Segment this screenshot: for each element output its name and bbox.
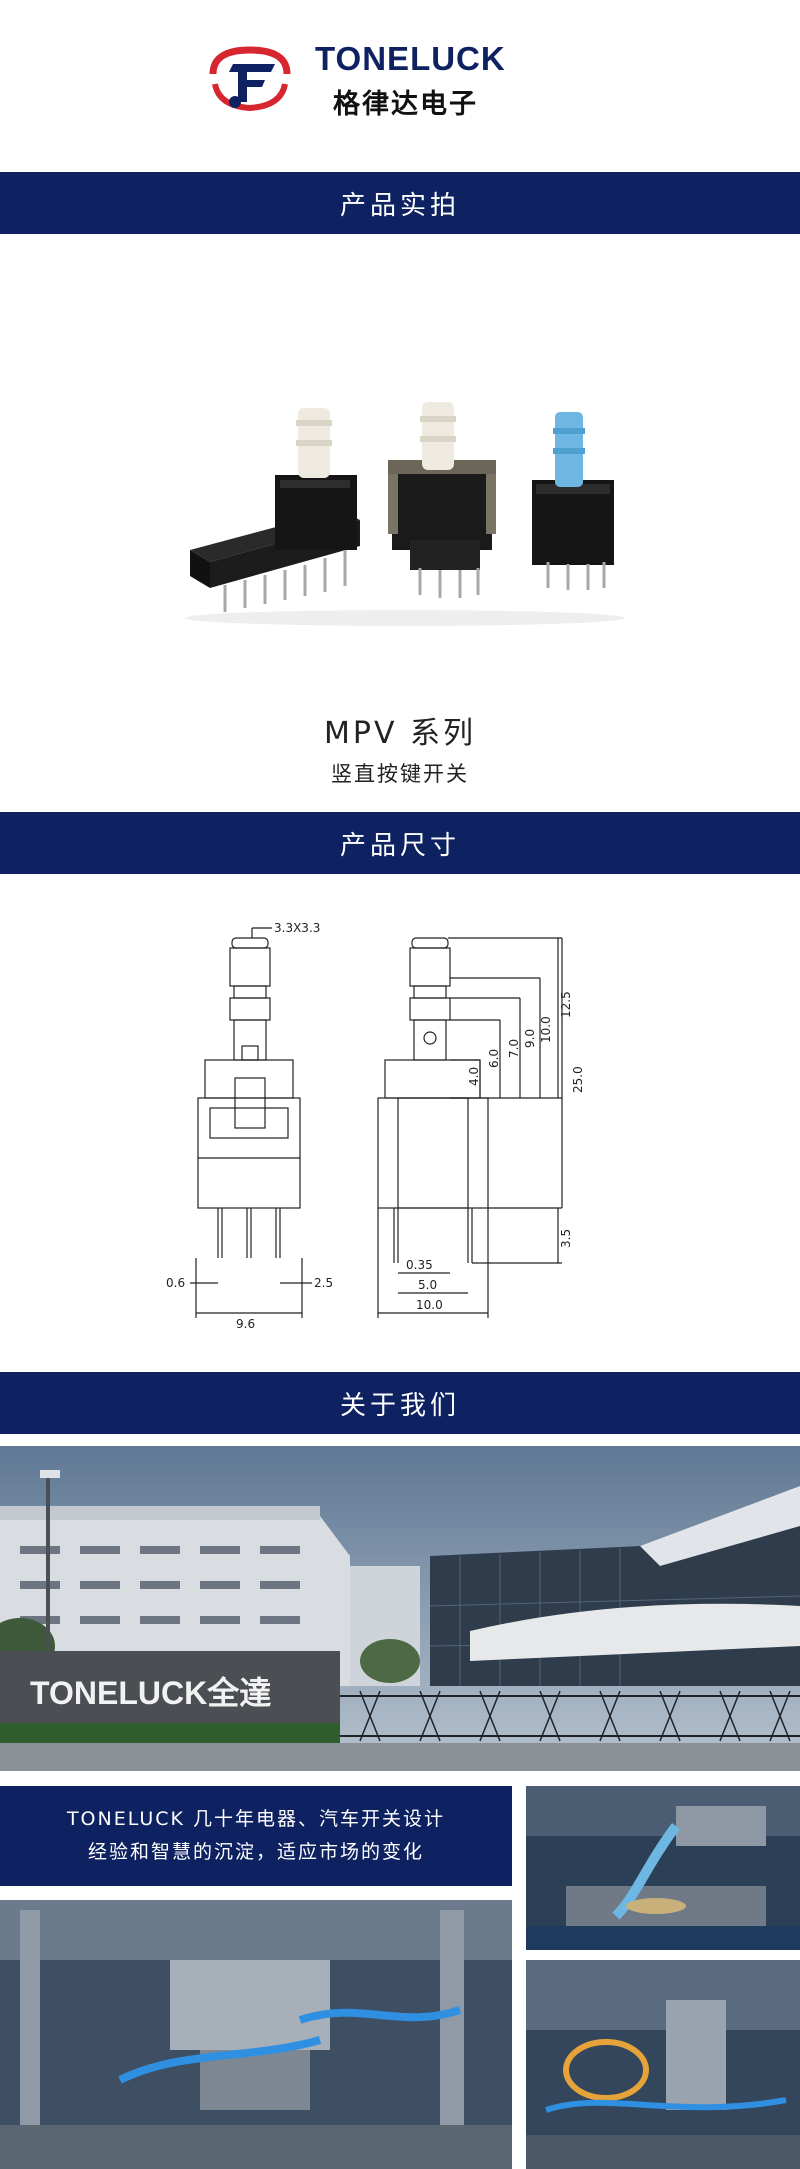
- about-line-2: 经验和智慧的沉淀，适应市场的变化: [87, 1841, 424, 1863]
- front-view: [190, 927, 312, 1318]
- product-series-subtitle: 竖直按键开关: [331, 762, 469, 786]
- workshop-photo-2: [0, 1900, 512, 2169]
- dim-right-9: 5.0: [418, 1278, 437, 1292]
- about-line-1: TONELUCK 几十年电器、汽车开关设计: [66, 1808, 446, 1830]
- product-photo: [170, 390, 640, 630]
- factory-photo: TONELUCK全達: [0, 1446, 800, 1771]
- dim-right-0: 4.0: [467, 1067, 481, 1086]
- toneluck-logo-icon: [205, 44, 295, 114]
- workshop-photo-3: [526, 1960, 800, 2169]
- dim-left-1: 2.5: [314, 1276, 333, 1290]
- section-title-size: 产品尺寸: [0, 812, 800, 874]
- section-title-photos: 产品实拍: [0, 172, 800, 234]
- brand-name-en: TONELUCK: [315, 40, 506, 77]
- dim-right-3: 9.0: [523, 1029, 537, 1048]
- dim-right-7: 3.5: [559, 1229, 573, 1248]
- product-series-title: MPV 系列: [323, 716, 477, 751]
- dim-right-1: 6.0: [487, 1049, 501, 1068]
- dim-right-8: 0.35: [406, 1258, 433, 1272]
- dim-right-6: 25.0: [571, 1066, 585, 1093]
- dim-right-4: 10.0: [539, 1016, 553, 1043]
- side-view: [377, 937, 563, 1318]
- dim-right-10: 10.0: [416, 1298, 443, 1312]
- dim-left-2: 9.6: [236, 1317, 255, 1328]
- brand-name-cn: 格律达电子: [333, 89, 478, 120]
- dimension-drawing: 3.3X3.3 0.6 2.5 9.6: [150, 918, 600, 1331]
- factory-sign: TONELUCK全達: [30, 1675, 271, 1711]
- dim-right-5: 12.5: [559, 991, 573, 1018]
- workshop-photo-1: [526, 1786, 800, 1950]
- about-text-box: TONELUCK 几十年电器、汽车开关设计 经验和智慧的沉淀，适应市场的变化: [0, 1786, 512, 1886]
- dim-left-0: 0.6: [166, 1276, 185, 1290]
- dim-top-label: 3.3X3.3: [274, 921, 320, 935]
- section-title-about: 关于我们: [0, 1372, 800, 1434]
- dim-right-2: 7.0: [507, 1039, 521, 1058]
